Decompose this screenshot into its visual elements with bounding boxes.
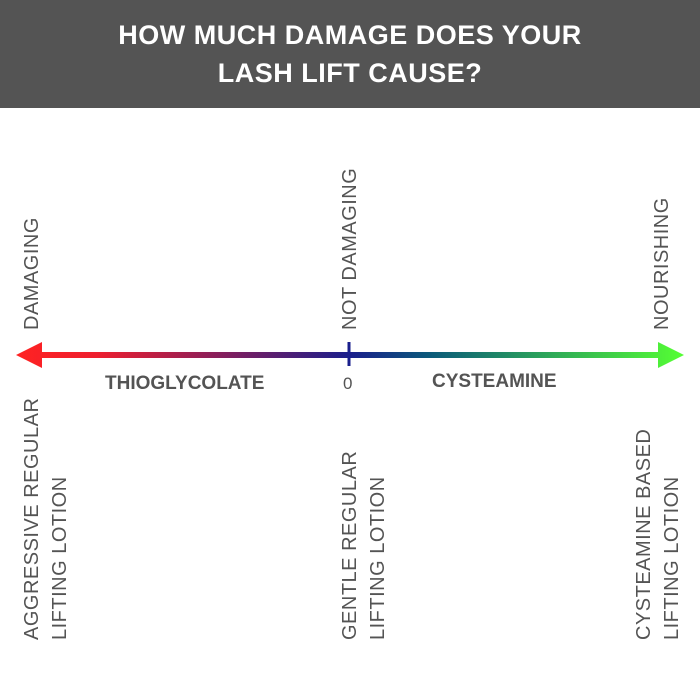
label-nourishing: NOURISHING bbox=[651, 197, 673, 330]
zero-tick-label: 0 bbox=[343, 374, 353, 393]
product-gentle-line-1: GENTLE REGULAR bbox=[339, 450, 361, 640]
product-gentle-regular: GENTLE REGULAR LIFTING LOTION bbox=[336, 451, 392, 640]
title-line-2: LASH LIFT CAUSE? bbox=[217, 58, 483, 88]
header-banner: HOW MUCH DAMAGE DOES YOUR LASH LIFT CAUS… bbox=[0, 0, 700, 108]
product-gentle-line-2: LIFTING LOTION bbox=[367, 476, 389, 640]
product-aggressive-regular: AGGRESSIVE REGULAR LIFTING LOTION bbox=[18, 398, 74, 640]
damage-scale-arrow bbox=[16, 342, 684, 368]
product-cysteamine-based: CYSTEAMINE BASED LIFTING LOTION bbox=[630, 429, 686, 640]
product-aggressive-line-2: LIFTING LOTION bbox=[49, 476, 71, 640]
title-line-1: HOW MUCH DAMAGE DOES YOUR bbox=[118, 20, 582, 50]
label-cysteamine: CYSTEAMINE bbox=[432, 371, 557, 392]
product-cysteamine-line-2: LIFTING LOTION bbox=[661, 476, 683, 640]
product-cysteamine-line-1: CYSTEAMINE BASED bbox=[633, 428, 655, 640]
label-not-damaging: NOT DAMAGING bbox=[339, 167, 361, 330]
label-damaging: DAMAGING bbox=[21, 217, 43, 330]
label-thioglycolate: THIOGLYCOLATE bbox=[105, 373, 265, 394]
product-aggressive-line-1: AGGRESSIVE REGULAR bbox=[21, 397, 43, 640]
